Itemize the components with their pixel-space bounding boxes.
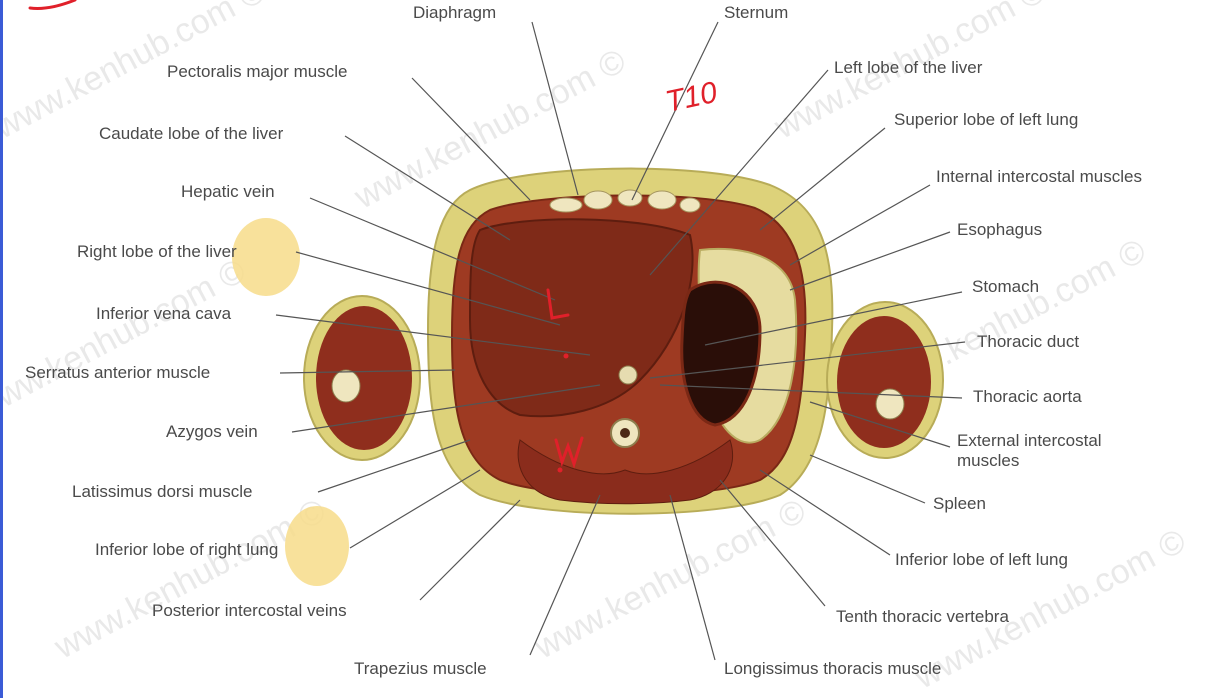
label-thoracic-aorta: Thoracic aorta bbox=[973, 387, 1082, 407]
label-inferior-lobe-of-right-lung: Inferior lobe of right lung bbox=[95, 540, 278, 560]
label-external-intercostal-muscles: External intercostal muscles bbox=[957, 431, 1157, 471]
label-hepatic-vein: Hepatic vein bbox=[181, 182, 275, 202]
label-esophagus: Esophagus bbox=[957, 220, 1042, 240]
annotation-level: T10 bbox=[663, 76, 721, 119]
label-pectoralis-major-muscle: Pectoralis major muscle bbox=[167, 62, 347, 82]
label-trapezius-muscle: Trapezius muscle bbox=[354, 659, 487, 679]
label-inferior-lobe-of-left-lung: Inferior lobe of left lung bbox=[895, 550, 1068, 570]
label-right-lobe-of-the-liver: Right lobe of the liver bbox=[77, 242, 237, 262]
label-stomach: Stomach bbox=[972, 277, 1039, 297]
label-tenth-thoracic-vertebra: Tenth thoracic vertebra bbox=[836, 607, 1009, 627]
label-spleen: Spleen bbox=[933, 494, 986, 514]
label-thoracic-duct: Thoracic duct bbox=[977, 332, 1079, 352]
label-diaphragm: Diaphragm bbox=[413, 3, 496, 23]
label-inferior-vena-cava: Inferior vena cava bbox=[96, 304, 231, 324]
label-serratus-anterior-muscle: Serratus anterior muscle bbox=[25, 363, 210, 383]
label-longissimus-thoracis-muscle: Longissimus thoracis muscle bbox=[724, 659, 941, 679]
label-azygos-vein: Azygos vein bbox=[166, 422, 258, 442]
label-sternum: Sternum bbox=[724, 3, 788, 23]
label-internal-intercostal-muscles: Internal intercostal muscles bbox=[936, 167, 1142, 187]
label-posterior-intercostal-veins: Posterior intercostal veins bbox=[152, 601, 347, 621]
label-left-lobe-of-the-liver: Left lobe of the liver bbox=[834, 58, 982, 78]
label-caudate-lobe-of-the-liver: Caudate lobe of the liver bbox=[99, 124, 283, 144]
label-latissimus-dorsi-muscle: Latissimus dorsi muscle bbox=[72, 482, 252, 502]
label-superior-lobe-of-left-lung: Superior lobe of left lung bbox=[894, 110, 1078, 130]
